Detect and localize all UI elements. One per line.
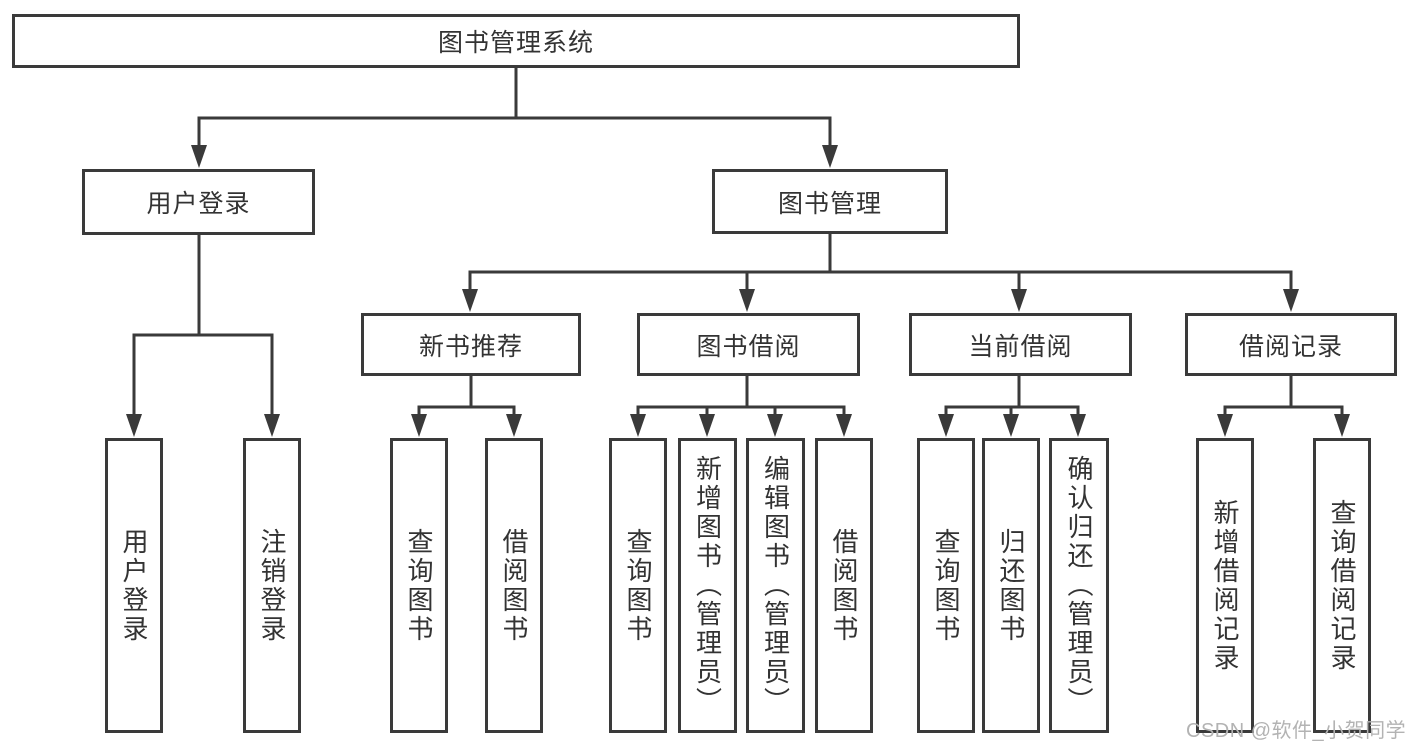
arrowhead (767, 414, 783, 437)
edge-records-to-leaves (1223, 374, 1344, 417)
arrowheads-level2 (191, 145, 838, 168)
node-book-management: 图书管理 (712, 169, 948, 234)
node-label: 查询图书 (404, 527, 434, 644)
leaf-query-books-recommend: 查询图书 (390, 438, 448, 733)
edge-borrowing-to-leaves (636, 374, 846, 417)
arrowhead (1217, 414, 1233, 437)
arrowhead (1070, 414, 1086, 437)
node-label: 新增图书（管理员） (692, 455, 723, 716)
arrowheads-level3 (462, 289, 1299, 312)
node-label: 用户登录 (146, 190, 251, 218)
edge-newbook-to-leaves (417, 374, 516, 417)
node-label: 查询借阅记录 (1327, 498, 1357, 673)
leaf-query-books-current: 查询图书 (917, 438, 975, 733)
arrowhead (1003, 414, 1019, 437)
leaf-confirm-return-admin: 确认归还（管理员） (1049, 438, 1109, 733)
node-book-borrowing: 图书借阅 (637, 313, 860, 376)
node-label: 编辑图书（管理员） (760, 455, 791, 716)
arrowhead (938, 414, 954, 437)
arrowhead (739, 289, 755, 312)
leaf-return-books: 归还图书 (982, 438, 1040, 733)
node-user-login-module: 用户登录 (82, 169, 315, 235)
leaf-add-book-admin: 新增图书（管理员） (678, 438, 737, 733)
node-label: 借阅图书 (499, 527, 529, 644)
node-label: 用户登录 (119, 527, 149, 644)
node-label: 当前借阅 (968, 332, 1073, 361)
arrowheads-leaves (126, 414, 1350, 437)
node-current-borrowing: 当前借阅 (909, 313, 1132, 376)
node-label: 借阅记录 (1238, 332, 1343, 361)
leaf-edit-book-admin: 编辑图书（管理员） (746, 438, 805, 733)
arrowhead (1334, 414, 1350, 437)
arrowhead (191, 145, 207, 168)
leaf-borrow-books-recommend: 借阅图书 (485, 438, 543, 733)
arrowhead (264, 414, 280, 437)
edge-root-to-level2 (197, 66, 832, 148)
leaf-query-borrow-record: 查询借阅记录 (1313, 438, 1371, 733)
node-label: 注销登录 (257, 527, 287, 644)
arrowhead (126, 414, 142, 437)
leaf-logout: 注销登录 (243, 438, 301, 733)
node-label: 查询图书 (931, 527, 961, 644)
arrowhead (462, 289, 478, 312)
node-label: 借阅图书 (829, 527, 859, 644)
arrowhead (699, 414, 715, 437)
leaf-query-books-borrowing: 查询图书 (609, 438, 667, 733)
leaf-user-login: 用户登录 (105, 438, 163, 733)
node-label: 新书推荐 (418, 332, 523, 361)
arrowhead (1011, 289, 1027, 312)
node-label: 图书管理系统 (437, 29, 594, 57)
node-new-book-recommendation: 新书推荐 (361, 313, 581, 376)
leaf-add-borrow-record: 新增借阅记录 (1196, 438, 1254, 733)
arrowhead (630, 414, 646, 437)
csdn-watermark: CSDN @软件_小贺同学 (1186, 720, 1405, 742)
arrowhead (506, 414, 522, 437)
node-label: 归还图书 (996, 527, 1026, 644)
edge-userlogin-to-leaves (132, 233, 274, 417)
arrowhead (836, 414, 852, 437)
arrowhead (822, 145, 838, 168)
node-label: 图书借阅 (696, 332, 801, 361)
arrowhead (411, 414, 427, 437)
leaf-borrow-books: 借阅图书 (815, 438, 873, 733)
node-label: 新增借阅记录 (1210, 498, 1240, 673)
arrowhead (1283, 289, 1299, 312)
node-label: 确认归还（管理员） (1064, 455, 1094, 716)
edge-current-to-leaves (944, 374, 1080, 417)
node-book-management-system: 图书管理系统 (12, 14, 1020, 68)
node-label: 查询图书 (623, 527, 653, 644)
node-borrowing-records: 借阅记录 (1185, 313, 1397, 376)
edge-bookmgmt-to-level3 (468, 232, 1293, 292)
node-label: 图书管理 (777, 189, 882, 218)
